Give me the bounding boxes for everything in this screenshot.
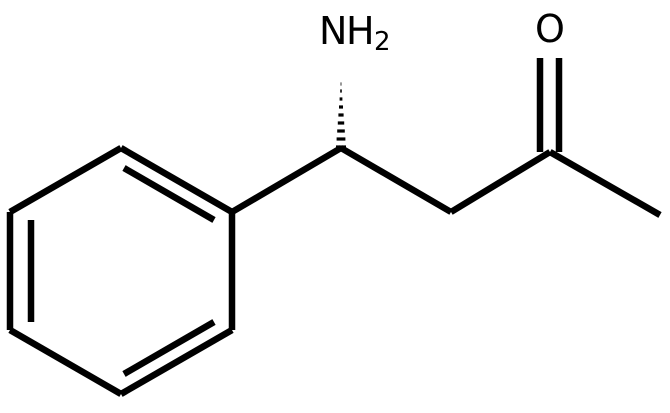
amine-hydrogen-label: H <box>346 9 375 53</box>
amine-hydrogen-count: 2 <box>374 27 391 57</box>
bond-carbonyl-to-methyl <box>548 149 662 218</box>
ring-double-inner-1 <box>122 319 216 377</box>
bond-ring-to-stereocenter <box>230 145 343 215</box>
benzene-ring <box>6 145 236 397</box>
ring-double-inner-3 <box>122 165 216 223</box>
hashed-wedge-bond <box>336 82 346 149</box>
bond-ch2-to-carbonyl <box>449 149 552 215</box>
bond-stereocenter-to-ch2 <box>339 145 453 215</box>
ring-bond-3 <box>8 327 123 397</box>
ring-bond-2 <box>119 327 234 397</box>
ring-bond-6 <box>119 145 234 215</box>
ring-bond-5 <box>8 145 123 215</box>
amine-nitrogen-label: N <box>319 9 347 53</box>
carbonyl-oxygen-label: O <box>535 7 565 51</box>
